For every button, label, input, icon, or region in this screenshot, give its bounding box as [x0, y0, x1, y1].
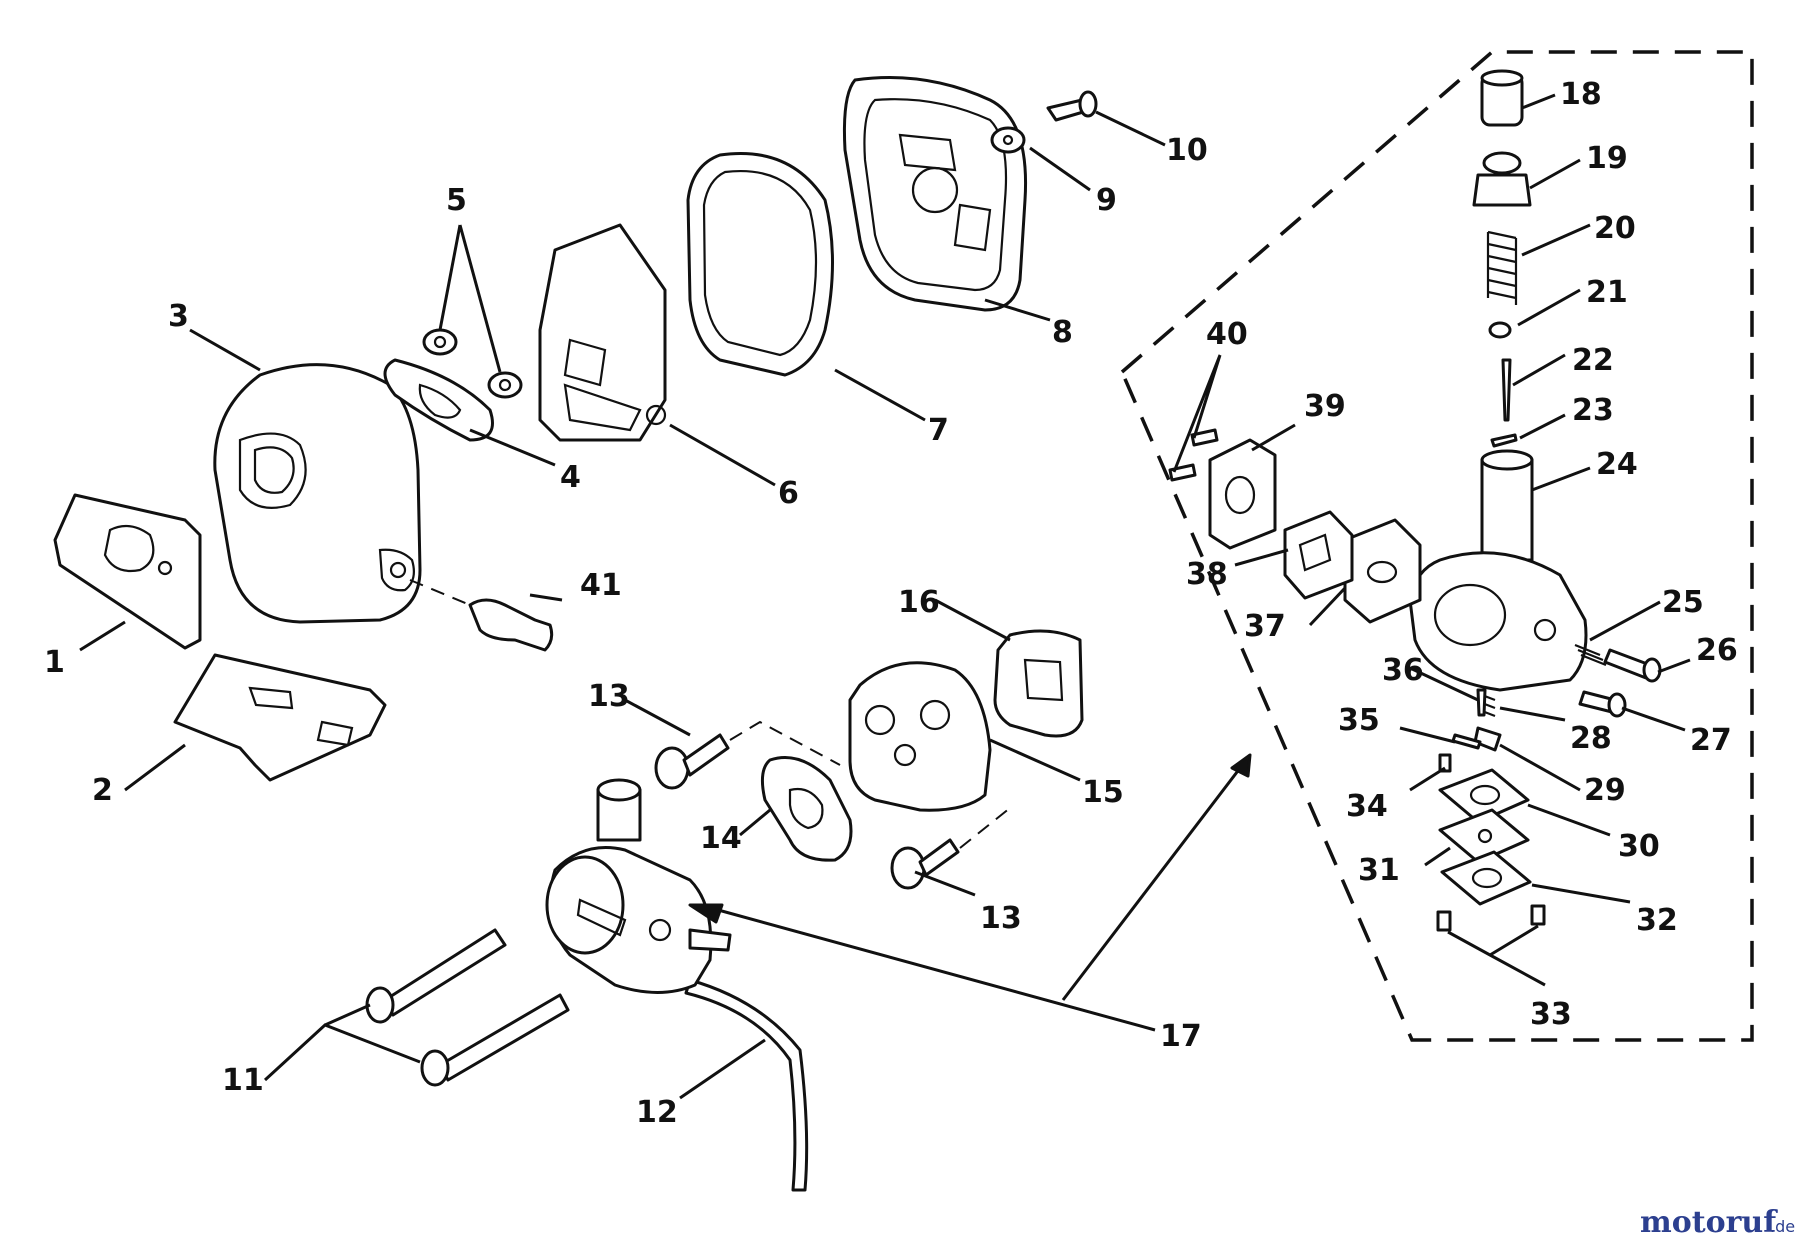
callout-21: 21 — [1586, 275, 1628, 310]
callout-25: 25 — [1662, 585, 1704, 620]
callout-9: 9 — [1096, 183, 1117, 218]
part-7-filter-gasket — [686, 151, 834, 377]
part-36-needle — [1476, 688, 1487, 717]
part-9-washer — [990, 126, 1026, 154]
watermark-brand: motoruf — [1640, 1205, 1778, 1240]
part-32-cover — [1440, 850, 1532, 906]
part-30-gasket — [1438, 768, 1530, 824]
callout-33: 33 — [1530, 997, 1572, 1032]
part-19-nut — [1472, 151, 1532, 207]
callout-26: 26 — [1696, 633, 1738, 668]
callout-13a: 13 — [588, 679, 630, 714]
part-1-heat-shield — [53, 493, 202, 650]
callout-14: 14 — [700, 821, 742, 856]
part-15-adapter-block — [848, 661, 992, 812]
callout-19: 19 — [1586, 141, 1628, 176]
callout-1: 1 — [44, 645, 65, 680]
part-10-screw — [1046, 90, 1098, 122]
callout-7: 7 — [928, 413, 949, 448]
part-37-gasket — [1343, 518, 1422, 624]
callout-23: 23 — [1572, 393, 1614, 428]
callout-13b: 13 — [980, 901, 1022, 936]
callout-37: 37 — [1244, 609, 1286, 644]
callout-6: 6 — [778, 476, 799, 511]
callout-30: 30 — [1618, 829, 1660, 864]
carburetor-detail-boundary — [1119, 50, 1754, 1042]
callout-20: 20 — [1594, 211, 1636, 246]
part-16-gasket — [993, 629, 1084, 738]
part-3-muffler — [213, 363, 471, 624]
part-35-pin — [1451, 733, 1482, 750]
part-24-carb-body — [1408, 449, 1588, 692]
callout-8: 8 — [1052, 315, 1073, 350]
part-41-clip — [468, 598, 554, 652]
callout-24: 24 — [1596, 447, 1638, 482]
part-21-clip — [1488, 321, 1512, 339]
callout-15: 15 — [1082, 775, 1124, 810]
part-29-lever — [1473, 726, 1502, 752]
part-22-needle — [1501, 358, 1512, 422]
part-23-pin — [1490, 433, 1518, 448]
callout-36: 36 — [1382, 653, 1424, 688]
part-12-fuel-line — [684, 978, 809, 1192]
part-25-spring — [1574, 643, 1607, 667]
part-4-gasket — [383, 358, 494, 442]
callout-17: 17 — [1160, 1019, 1202, 1054]
callout-35: 35 — [1338, 703, 1380, 738]
watermark: motoruf .de — [1640, 1205, 1795, 1240]
callout-4: 4 — [560, 460, 581, 495]
watermark-tld: .de — [1770, 1217, 1795, 1236]
callout-5: 5 — [446, 183, 467, 218]
part-17-carburetor — [545, 778, 732, 994]
arrowhead-17 — [688, 903, 724, 924]
callout-39: 39 — [1304, 389, 1346, 424]
part-26-screw — [1603, 648, 1662, 683]
part-11-long-screws — [365, 928, 570, 1087]
part-31-diaphragm — [1438, 808, 1530, 864]
callout-22: 22 — [1572, 343, 1614, 378]
callout-38: 38 — [1186, 557, 1228, 592]
callout-40: 40 — [1206, 317, 1248, 352]
part-6-cover — [538, 223, 667, 442]
callout-2: 2 — [92, 773, 113, 808]
arrowhead-17-carb — [1230, 753, 1252, 778]
part-13-screws — [654, 720, 1011, 890]
part-18-cap — [1480, 69, 1524, 127]
part-14-gasket — [760, 756, 853, 862]
callout-3: 3 — [168, 299, 189, 334]
callout-16: 16 — [898, 585, 940, 620]
part-27-screw — [1578, 690, 1627, 718]
callout-18: 18 — [1560, 77, 1602, 112]
part-20-spring — [1486, 230, 1518, 305]
callout-12: 12 — [636, 1095, 678, 1130]
callout-31: 31 — [1358, 853, 1400, 888]
callout-29: 29 — [1584, 773, 1626, 808]
part-38-plate — [1283, 510, 1354, 600]
leader-lines — [79, 93, 1691, 1100]
callout-10: 10 — [1166, 133, 1208, 168]
callout-34: 34 — [1346, 789, 1388, 824]
part-2-gasket — [173, 653, 387, 782]
part-8-air-filter — [842, 76, 1028, 312]
part-39-pump-cover — [1208, 438, 1277, 550]
callout-32: 32 — [1636, 903, 1678, 938]
callout-28: 28 — [1570, 721, 1612, 756]
callout-27: 27 — [1690, 723, 1732, 758]
part-34-pin — [1438, 753, 1452, 773]
part-40-screws — [1168, 428, 1219, 482]
callout-41: 41 — [580, 568, 622, 603]
part-33-screws — [1436, 904, 1546, 932]
callout-11: 11 — [222, 1063, 264, 1098]
callout-labels: 1 2 3 4 5 6 7 8 9 10 11 12 13 13 14 15 1… — [44, 77, 1738, 1130]
